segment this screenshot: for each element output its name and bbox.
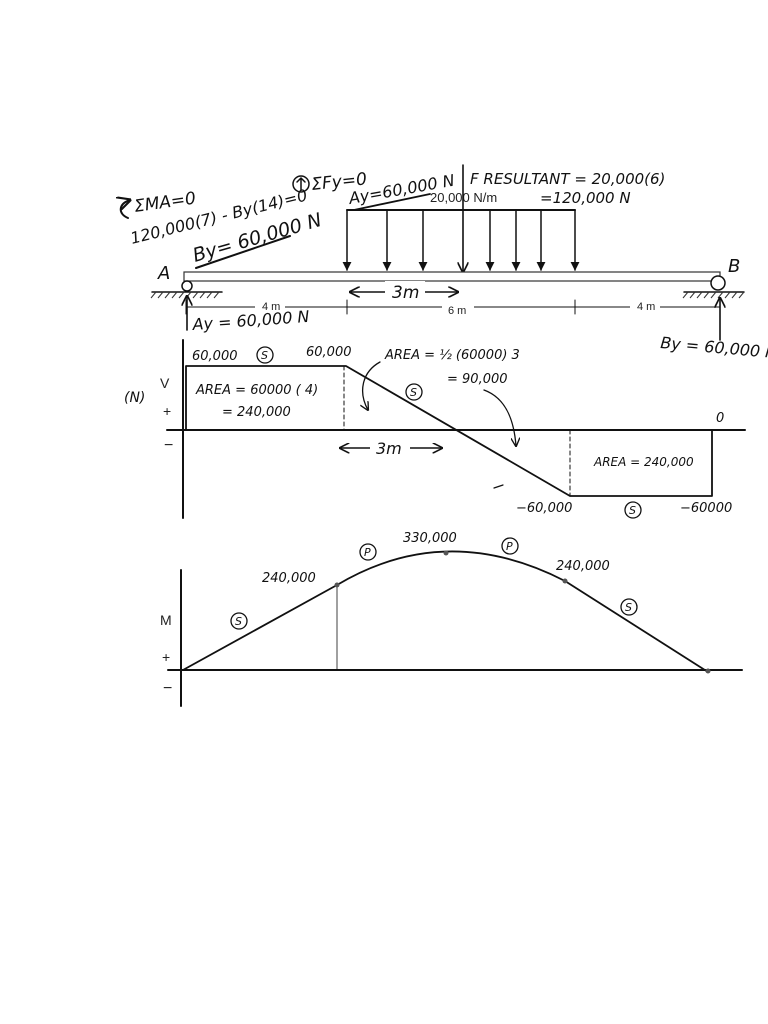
moment-minus: −	[163, 680, 172, 697]
shear-diagram: (N) V + − 60,000 60,000 0 −60,000 −60000…	[124, 339, 746, 519]
shear-bottom-left-value: −60,000	[516, 501, 572, 516]
moment-tag-circle	[230, 612, 248, 630]
pin-support-a	[181, 280, 193, 292]
beam-section: 20,000 N/m A B	[150, 164, 768, 362]
shear-area-tri: AREA = ½ (60000) 3	[384, 348, 520, 363]
shear-plus: +	[163, 403, 171, 419]
moment-tag-s: S	[235, 615, 242, 628]
shear-curve	[185, 365, 713, 497]
ground-hatch-a	[150, 291, 220, 299]
shear-tag-s: S	[629, 504, 636, 517]
shear-axis-label: V	[160, 375, 170, 391]
moment-right-value: 240,000	[556, 559, 610, 574]
moment-curve	[182, 550, 709, 673]
load-arrows	[342, 164, 580, 272]
up-arrow-circle-icon	[292, 175, 310, 193]
moment-tag-circle	[359, 543, 377, 561]
shear-tag-circle	[405, 383, 423, 401]
shear-tag-circle	[624, 501, 642, 519]
shear-right-zero: 0	[716, 411, 724, 426]
moment-tag-circle	[501, 537, 519, 555]
pointer-arrow	[483, 389, 516, 446]
moment-point	[443, 550, 449, 556]
moment-left-value: 240,000	[262, 571, 316, 586]
shear-dim-3m-label: 3m	[376, 439, 402, 458]
moment-point	[334, 582, 340, 588]
shear-bottom-right-value: −60000	[680, 501, 732, 516]
resultant-equation: F RESULTANT = 20,000(6)	[470, 170, 665, 188]
pen-mark	[493, 484, 504, 489]
moment-tag-p: P	[364, 546, 371, 559]
label-b: B	[728, 256, 740, 277]
shear-area-right: AREA = 240,000	[593, 455, 694, 469]
dim-left-label: 4 m	[262, 301, 280, 313]
moment-tag-circle	[620, 598, 638, 616]
shear-area-rect: AREA = 60000 ( 4)	[195, 383, 318, 398]
moment-peak-value: 330,000	[403, 531, 457, 546]
resultant-value: =120,000 N	[540, 189, 631, 207]
shear-tag-s: S	[410, 386, 417, 399]
moment-point	[562, 578, 568, 584]
dim-right-label: 4 m	[637, 301, 655, 313]
by-result-underline	[195, 235, 291, 269]
moment-rotation-arrow-icon	[121, 200, 130, 219]
shear-minus: −	[164, 437, 173, 454]
moment-sum: ΣMA=0	[133, 189, 197, 217]
shear-unit: (N)	[124, 390, 145, 406]
shear-tag-s: S	[261, 349, 268, 362]
moment-tag-s: S	[625, 601, 632, 614]
up-arrow-icon	[296, 177, 306, 191]
pointer-arrow	[363, 361, 381, 410]
dim-3m-label: 3m	[392, 283, 419, 303]
ground-hatch-b	[682, 291, 745, 299]
ay-reaction-label: Ay = 60,000 N	[191, 307, 310, 334]
ay-result-underline	[353, 193, 431, 211]
moment-diagram: M + − 240,000 330,000 240,000 S P P S	[160, 531, 743, 707]
moment-tag-p: P	[506, 540, 513, 553]
shear-tag-circle	[256, 346, 274, 364]
shear-area-tri-result: = 90,000	[447, 372, 508, 387]
equations: ΣMA=0 120,000(7) - By(14)=0 By= 60,000 N…	[121, 169, 665, 269]
shear-mid-top-value: 60,000	[306, 345, 352, 360]
shear-area-rect-result: = 240,000	[222, 405, 291, 420]
moment-point	[705, 668, 711, 674]
label-a: A	[157, 263, 170, 284]
dim-mid-label: 6 m	[448, 305, 466, 317]
shear-left-top-value: 60,000	[192, 349, 238, 364]
roller-support-b	[710, 275, 726, 291]
moment-axis-label: M	[160, 612, 172, 628]
beam	[183, 271, 721, 282]
moment-plus: +	[162, 649, 170, 665]
by-reaction-label: By = 60,000 N	[660, 333, 768, 362]
